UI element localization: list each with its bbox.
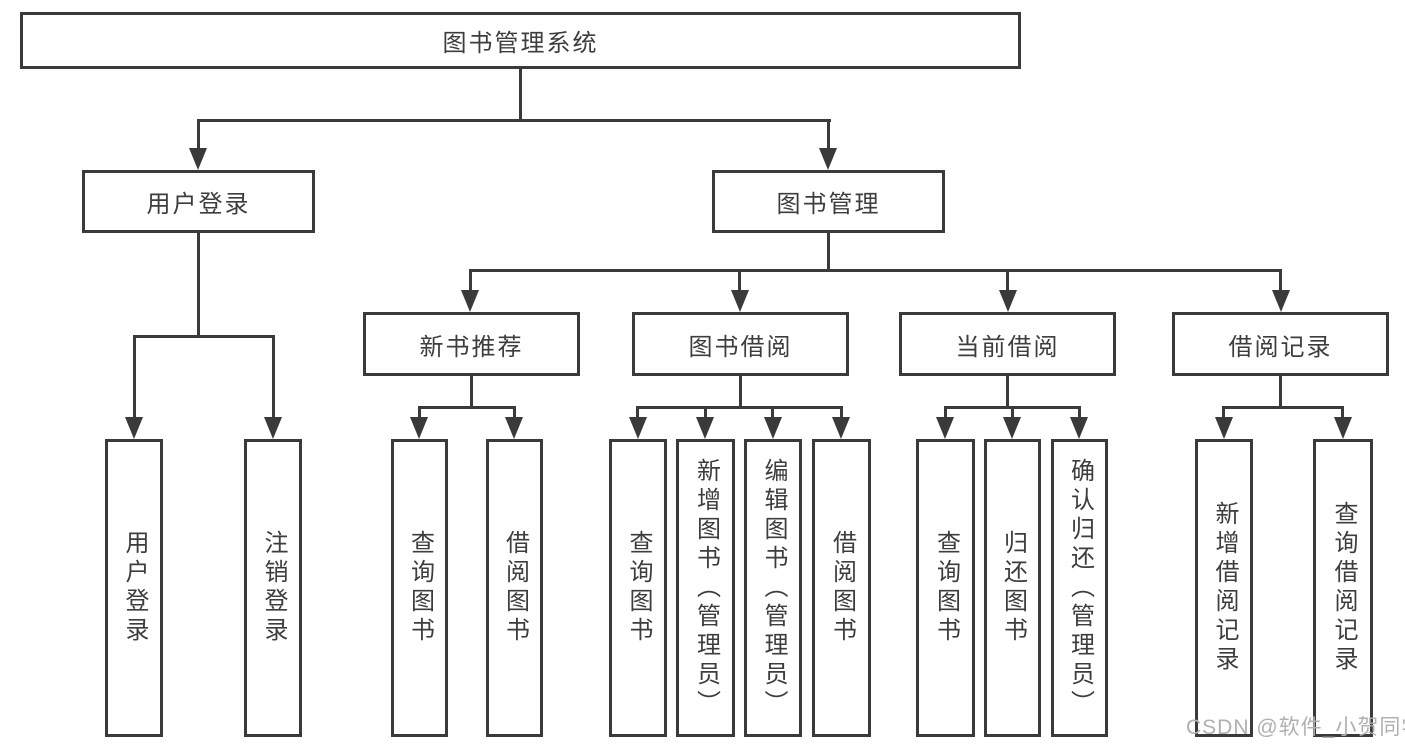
arrow-down-icon [819,148,837,170]
leaf-nbr-query-books: 查询图书 [391,439,448,737]
arrow-down-icon [189,148,207,170]
leaf-bb-edit-books-admin: 编辑图书（管理员） [744,439,802,737]
arrow-down-icon [1003,417,1021,439]
leaf-user-login: 用户登录 [105,439,163,737]
arrow-down-icon [1334,417,1352,439]
connector-cb-stem [1006,375,1009,409]
connector-br-drop-2 [1341,406,1344,419]
connector-bb-drop-3 [771,406,774,419]
arrow-down-icon [629,417,647,439]
arrow-down-icon [125,417,143,439]
arrow-down-icon [696,417,714,439]
connector-userlogin-drop-2 [272,335,275,419]
arrow-down-icon [505,417,523,439]
connector-cb-drop-3 [1078,406,1081,419]
node-current-borrowing: 当前借阅 [899,312,1116,376]
arrow-down-icon [999,290,1017,312]
connector-cb-drop-1 [944,406,947,419]
connector-br-stem [1279,375,1282,409]
leaf-br-add-record: 新增借阅记录 [1195,439,1253,737]
connector-bookmgmt-drop-3 [1006,269,1009,293]
connector-nbr-bar [419,406,516,409]
connector-bookmgmt-drop-2 [738,269,741,293]
arrow-down-icon [461,290,479,312]
leaf-bb-borrow-books: 借阅图书 [812,439,871,737]
arrow-down-icon [1215,417,1233,439]
connector-userlogin-stem [197,233,200,338]
leaf-cb-return-books: 归还图书 [984,439,1041,737]
connector-bb-drop-1 [636,406,639,419]
connector-bookmgmt-drop-1 [469,269,472,293]
connector-bb-drop-2 [704,406,707,419]
leaf-bb-query-books: 查询图书 [609,439,667,737]
connector-br-drop-1 [1222,406,1225,419]
connector-nbr-stem [470,375,473,409]
node-borrowing-records: 借阅记录 [1172,312,1389,376]
connector-bookmgmt-drop-4 [1279,269,1282,293]
connector-bb-stem [739,375,742,409]
connector-bb-bar [637,406,843,409]
connector-bb-drop-4 [840,406,843,419]
leaf-cb-confirm-return-admin: 确认归还（管理员） [1051,439,1108,737]
leaf-nbr-borrow-books: 借阅图书 [486,439,543,737]
connector-root-stem [519,68,522,122]
leaf-bb-add-books-admin: 新增图书（管理员） [676,439,735,737]
leaf-br-query-record: 查询借阅记录 [1313,439,1373,737]
node-new-book-recommend: 新书推荐 [363,312,580,376]
node-library-system: 图书管理系统 [20,12,1021,69]
connector-br-bar [1223,406,1344,409]
connector-root-bar [197,119,831,122]
arrow-down-icon [1070,417,1088,439]
connector-bookmgmt-bar [469,269,1282,272]
arrow-down-icon [264,417,282,439]
arrow-down-icon [936,417,954,439]
connector-root-drop-right [827,119,830,152]
connector-nbr-drop-2 [513,406,516,419]
connector-userlogin-drop-1 [133,335,136,419]
csdn-watermark: CSDN @软件_小贺同学 [1186,716,1405,739]
arrow-down-icon [1272,290,1290,312]
leaf-logout: 注销登录 [244,439,302,737]
connector-userlogin-bar [133,335,275,338]
arrow-down-icon [410,417,428,439]
connector-cb-drop-2 [1011,406,1014,419]
node-book-management: 图书管理 [712,170,945,233]
node-book-borrowing: 图书借阅 [632,312,849,376]
arrow-down-icon [764,417,782,439]
connector-bookmgmt-stem [827,233,830,272]
connector-root-drop-left [197,119,200,152]
connector-nbr-drop-1 [418,406,421,419]
leaf-cb-query-books: 查询图书 [916,439,975,737]
node-user-login: 用户登录 [82,170,315,233]
arrow-down-icon [832,417,850,439]
arrow-down-icon [731,290,749,312]
